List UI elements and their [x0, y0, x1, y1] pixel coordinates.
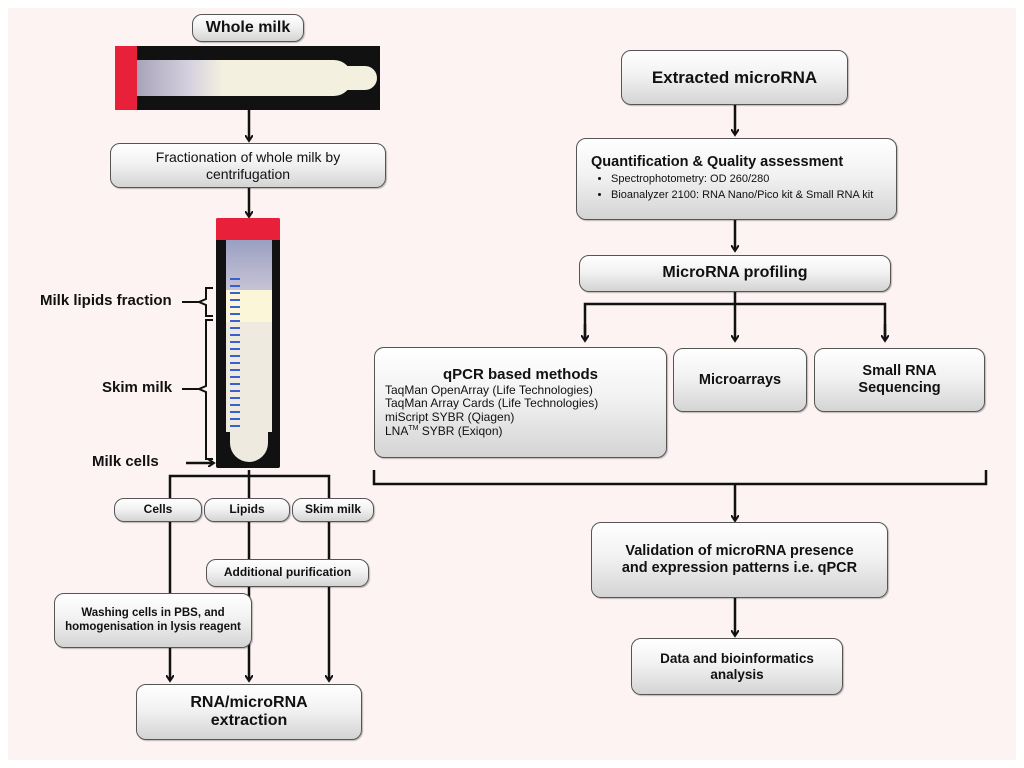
- quantification-item: Bioanalyzer 2100: RNA Nano/Pico kit & Sm…: [611, 187, 873, 204]
- rna-extraction-label: RNA/microRNA extraction: [190, 693, 308, 729]
- washing-cells-label: Washing cells in PBS, and homogenisation…: [65, 607, 241, 633]
- microrna-profiling-label: MicroRNA profiling: [662, 264, 808, 282]
- bioinformatics-label: Data and bioinformatics analysis: [660, 650, 814, 682]
- fractionation-box: Fractionation of whole milk by centrifug…: [110, 143, 386, 188]
- validation-box: Validation of microRNA presence and expr…: [591, 522, 888, 598]
- qpcr-method-item: LNATM SYBR (Exiqon): [385, 423, 503, 439]
- small-rna-sequencing-label: Small RNA Sequencing: [858, 363, 941, 396]
- quantification-item: Spectrophotometry: OD 260/280: [611, 173, 873, 186]
- branch-lipids-box: Lipids: [204, 498, 290, 522]
- branch-lipids-label: Lipids: [229, 502, 265, 517]
- quantification-list: Spectrophotometry: OD 260/280 Bioanalyze…: [591, 172, 873, 204]
- branch-cells-box: Cells: [114, 498, 202, 522]
- extracted-microrna-label: Extracted microRNA: [651, 67, 818, 87]
- bioinformatics-box: Data and bioinformatics analysis: [631, 638, 843, 695]
- merge-bracket: [372, 470, 988, 486]
- graduation-marks: [230, 278, 240, 428]
- qpcr-methods-title: qPCR based methods: [442, 366, 599, 384]
- extracted-microrna-box: Extracted microRNA: [621, 50, 848, 105]
- validation-label: Validation of microRNA presence and expr…: [621, 543, 858, 576]
- sybr-exiqon-text: SYBR (Exiqon): [418, 423, 503, 438]
- cell-pellet-tip: [230, 432, 268, 462]
- fractionation-label: Fractionation of whole milk by centrifug…: [155, 149, 341, 182]
- quantification-title: Quantification & Quality assessment: [591, 153, 844, 170]
- brace-lipids: [196, 287, 213, 317]
- tube-tip: [345, 66, 377, 90]
- qpcr-method-item: miScript SYBR (Qiagen): [385, 410, 515, 425]
- whole-milk-tube-photo: [115, 46, 380, 110]
- diagram-canvas: Whole milk Fractionation of whole milk b…: [8, 8, 1016, 760]
- label-milk-cells: Milk cells: [92, 453, 159, 470]
- microrna-profiling-box: MicroRNA profiling: [579, 255, 891, 292]
- lna-text: LNA: [385, 423, 409, 438]
- branch-cells-label: Cells: [143, 502, 173, 517]
- additional-purification-box: Additional purification: [206, 559, 369, 587]
- milk-in-tube: [137, 60, 352, 96]
- quantification-box: Quantification & Quality assessment Spec…: [576, 138, 897, 220]
- centrifuged-tube-photo: [216, 218, 280, 468]
- microarrays-box: Microarrays: [673, 348, 807, 412]
- whole-milk-box: Whole milk: [192, 14, 304, 42]
- whole-milk-label: Whole milk: [205, 18, 291, 36]
- branch-skim-milk-box: Skim milk: [292, 498, 374, 522]
- trademark-sup: TM: [408, 424, 419, 432]
- qpcr-method-item: TaqMan Array Cards (Life Technologies): [385, 396, 599, 411]
- label-skim-milk: Skim milk: [102, 379, 173, 396]
- connector-lines: [8, 105, 988, 760]
- rna-extraction-box: RNA/microRNA extraction: [136, 684, 362, 740]
- microarrays-label: Microarrays: [698, 371, 782, 388]
- small-rna-sequencing-box: Small RNA Sequencing: [814, 348, 985, 412]
- branch-skim-milk-label: Skim milk: [304, 502, 362, 517]
- tube-cap: [216, 218, 280, 240]
- tube-cap: [115, 46, 137, 110]
- label-milk-lipids-fraction: Milk lipids fraction: [40, 292, 172, 309]
- additional-purification-label: Additional purification: [223, 565, 352, 580]
- brace-skim: [196, 319, 213, 460]
- qpcr-method-item: TaqMan OpenArray (Life Technologies): [385, 382, 593, 397]
- washing-cells-box: Washing cells in PBS, and homogenisation…: [54, 593, 252, 648]
- qpcr-methods-box: qPCR based methods TaqMan OpenArray (Lif…: [374, 347, 667, 458]
